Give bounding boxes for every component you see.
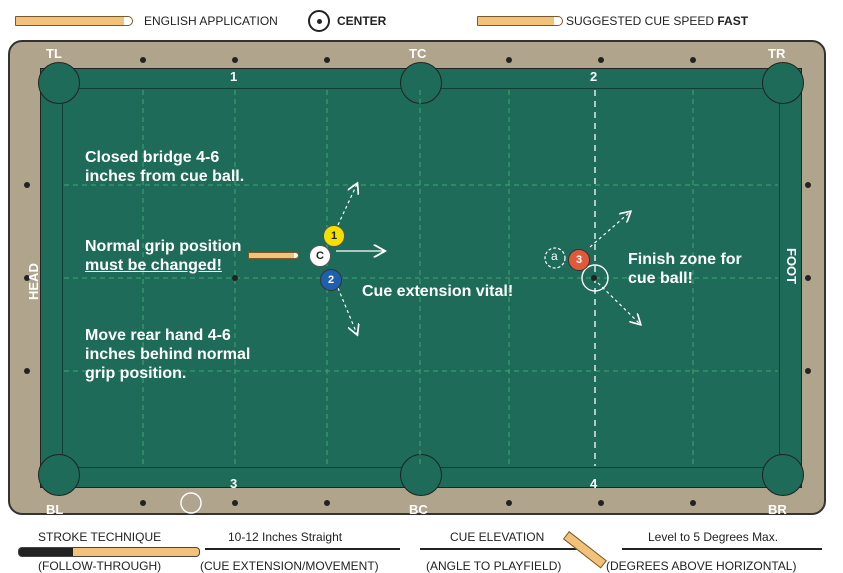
follow-through-cue-graphic xyxy=(18,547,200,557)
cue-extension-label: (CUE EXTENSION/MOVEMENT) xyxy=(200,559,379,573)
finish-arrow-down xyxy=(598,283,640,324)
follow-through-label: (FOLLOW-THROUGH) xyxy=(38,559,161,573)
foot-label: FOOT xyxy=(784,248,799,284)
ball-3: 3 xyxy=(568,249,590,271)
cue-extension-note: Cue extension vital! xyxy=(362,282,513,301)
stroke-technique-label: STROKE TECHNIQUE xyxy=(38,530,161,544)
angle-to-playfield-label: (ANGLE TO PLAYFIELD) xyxy=(426,559,561,573)
cue-elevation-value: Level to 5 Degrees Max. xyxy=(648,530,778,544)
grip-note: Normal grip position must be changed! xyxy=(85,237,245,275)
head-spot xyxy=(232,275,238,281)
ball2-path-arrow xyxy=(338,288,357,334)
grid-number-2: 2 xyxy=(590,69,597,84)
foot-spot xyxy=(591,275,597,281)
ball1-path-arrow xyxy=(338,184,357,225)
cue-ball-position-marker xyxy=(181,493,201,513)
cue-elevation-underline xyxy=(420,548,590,550)
cue-ball: C xyxy=(309,245,331,267)
elevation-value-underline xyxy=(622,548,822,550)
grid-number-4: 4 xyxy=(590,476,597,491)
stroke-value-underline xyxy=(205,548,400,550)
rear-hand-note: Move rear hand 4-6 inches behind normal … xyxy=(85,326,255,383)
cue-elevation-label: CUE ELEVATION xyxy=(450,530,544,544)
ghost-ball-label: a xyxy=(551,249,558,263)
head-label: HEAD xyxy=(26,263,41,300)
ball-1: 1 xyxy=(323,225,345,247)
degrees-above-horizontal-label: (DEGREES ABOVE HORIZONTAL) xyxy=(606,559,796,573)
grid-number-3: 3 xyxy=(230,476,237,491)
bridge-note: Closed bridge 4-6 inches from cue ball. xyxy=(85,148,245,186)
cue-stick xyxy=(248,252,296,259)
finish-arrow-up xyxy=(590,212,630,247)
stroke-technique-value: 10-12 Inches Straight xyxy=(228,530,342,544)
finish-zone-note: Finish zone for cue ball! xyxy=(628,250,768,288)
grid-number-1: 1 xyxy=(230,69,237,84)
ball-2: 2 xyxy=(320,269,342,291)
